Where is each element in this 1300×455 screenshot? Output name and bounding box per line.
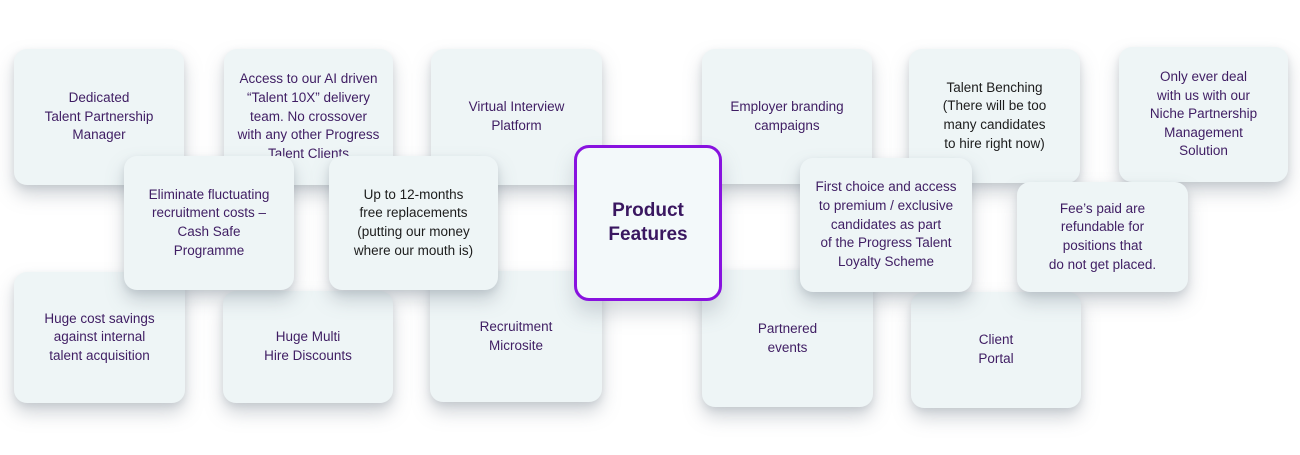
feature-card-text: Partnered events (757, 320, 818, 355)
feature-card-multi-hire-discounts: Huge Multi Hire Discounts (223, 291, 393, 403)
feature-card-text: Access to our AI driven “Talent 10X” del… (237, 71, 380, 161)
feature-card-text: Virtual Interview Platform (468, 99, 565, 133)
feature-card-client-portal: Client Portal (911, 292, 1081, 408)
feature-card-text: Dedicated Talent Partnership Manager (44, 90, 154, 143)
feature-card-text: Talent Benching (There will be too many … (942, 79, 1047, 151)
product-features-title: Product Features (608, 199, 688, 245)
feature-card-cash-safe-programme: Eliminate fluctuating recruitment costs … (124, 156, 294, 290)
feature-card-text: First choice and access to premium / exc… (815, 179, 957, 269)
feature-card-free-replacements-12-months: Up to 12-months free replacements (putti… (329, 156, 498, 290)
feature-card-text: Client Portal (978, 332, 1014, 366)
feature-card-text: Recruitment Microsite (479, 318, 553, 353)
feature-card-refundable-fees: Fee’s paid are refundable for positions … (1017, 182, 1188, 292)
feature-card-niche-partnership-management-solution: Only ever deal with us with our Niche Pa… (1119, 47, 1288, 182)
feature-card-dedicated-talent-partnership-manager: Dedicated Talent Partnership Manager (14, 49, 184, 185)
feature-card-loyalty-scheme-premium-candidates: First choice and access to premium / exc… (800, 158, 972, 292)
feature-card-text: Up to 12-months free replacements (putti… (353, 186, 474, 258)
feature-card-huge-cost-savings: Huge cost savings against internal talen… (14, 272, 185, 403)
feature-card-text: Eliminate fluctuating recruitment costs … (148, 186, 270, 258)
product-features-hub-card: Product Features (574, 145, 722, 301)
feature-card-text: Employer branding campaigns (730, 98, 844, 133)
feature-card-text: Huge Multi Hire Discounts (264, 329, 352, 363)
feature-card-text: Only ever deal with us with our Niche Pa… (1149, 68, 1258, 159)
feature-card-text: Fee’s paid are refundable for positions … (1048, 200, 1157, 272)
feature-card-text: Huge cost savings against internal talen… (44, 310, 155, 363)
feature-card-partnered-events: Partnered events (702, 270, 873, 407)
feature-card-recruitment-microsite: Recruitment Microsite (430, 271, 602, 402)
